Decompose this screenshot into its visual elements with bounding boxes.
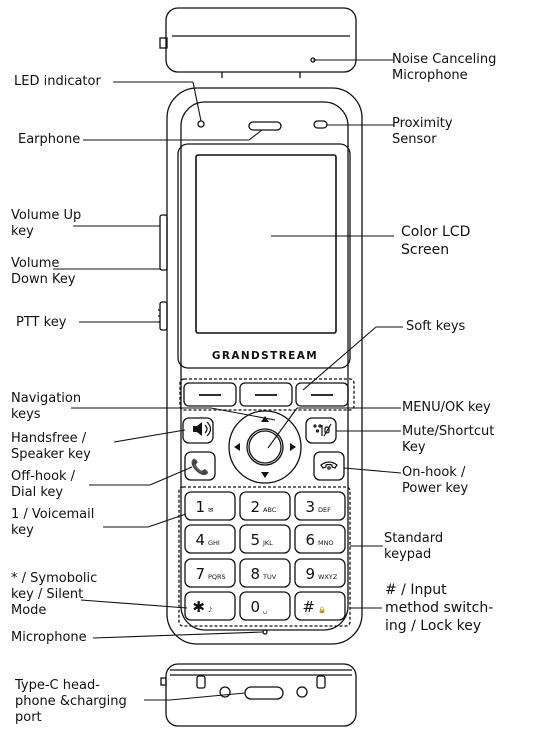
mute-key bbox=[305, 417, 337, 444]
nav-ring bbox=[228, 410, 302, 484]
led-indicator bbox=[197, 120, 205, 128]
label-soft-keys: Soft keys bbox=[406, 319, 466, 334]
phone-receiver-icon: 📞 bbox=[191, 457, 210, 476]
label-microphone: Microphone bbox=[11, 630, 87, 645]
leader-lines bbox=[53, 59, 403, 701]
keypad-key-main: # bbox=[302, 598, 315, 616]
soft-key-3 bbox=[295, 382, 349, 407]
nav-up-arrow bbox=[261, 416, 269, 422]
speaker-icon bbox=[193, 422, 202, 436]
proximity-sensor bbox=[313, 120, 328, 129]
microphone-hole bbox=[262, 629, 268, 635]
soft-key-area bbox=[179, 378, 355, 411]
keypad-key-sub: DEF bbox=[318, 506, 331, 514]
earphone bbox=[248, 121, 282, 131]
keypad-key-main: 8 bbox=[250, 565, 260, 583]
keypad-area bbox=[178, 486, 351, 627]
keypad-key-main: 2 bbox=[250, 498, 260, 516]
label-ptt: PTT key bbox=[16, 315, 67, 330]
label-earphone: Earphone bbox=[18, 132, 81, 147]
keypad-key-main: 7 bbox=[195, 565, 205, 583]
nav-left-arrow bbox=[234, 443, 240, 451]
menu-ok-key bbox=[246, 428, 284, 466]
keypad-key-main: 5 bbox=[250, 531, 260, 549]
keypad-key-10[interactable]: ✱♪ bbox=[184, 591, 236, 621]
phone-front-view bbox=[158, 87, 363, 645]
hangup-icon bbox=[320, 461, 338, 469]
lcd-bezel bbox=[177, 143, 351, 369]
keypad-key-sub: JKL bbox=[262, 539, 273, 547]
keypad-key-main: 4 bbox=[195, 531, 205, 549]
keypad-key-sub: PQRS bbox=[208, 573, 226, 581]
type-c-port bbox=[244, 686, 284, 700]
label-onhook: On-hook /Power key bbox=[402, 465, 469, 496]
phone-bottom-view bbox=[160, 663, 357, 727]
keypad-key-sub: ♪ bbox=[208, 606, 212, 614]
label-led: LED indicator bbox=[14, 74, 101, 89]
keypad-key-sub: MNO bbox=[318, 539, 334, 547]
soft-key-1 bbox=[183, 382, 237, 407]
brand-logo: GRANDSTREAM bbox=[212, 350, 318, 362]
keypad-key-sub: ␣ bbox=[263, 606, 267, 614]
lcd-screen bbox=[195, 154, 337, 334]
label-offhook: Off-hook /Dial key bbox=[11, 469, 76, 500]
soft-key-2 bbox=[239, 382, 293, 407]
keypad-key-sub: TUV bbox=[262, 573, 277, 581]
nav-right-arrow bbox=[290, 443, 296, 451]
label-menu-ok: MENU/OK key bbox=[402, 400, 491, 415]
keypad-key-sub: 🔒 bbox=[318, 606, 326, 614]
keypad-key-1[interactable]: 1✉ bbox=[184, 491, 236, 521]
keypad-key-sub: ✉ bbox=[208, 506, 213, 514]
onhook-key bbox=[313, 451, 345, 481]
keypad-key-sub: GHI bbox=[208, 539, 220, 547]
keypad-key-sub: ABC bbox=[263, 506, 277, 514]
keypad-key-main: 3 bbox=[305, 498, 315, 516]
label-handsfree: Handsfree /Speaker key bbox=[11, 431, 91, 462]
keypad-key-main: 0 bbox=[250, 598, 260, 616]
keypad-key-main: ✱ bbox=[192, 598, 205, 616]
nav-down-arrow bbox=[261, 472, 269, 478]
keypad-key-main: 1 bbox=[195, 498, 205, 516]
keypad-key-sub: WXYZ bbox=[318, 573, 338, 581]
phone-top-view bbox=[159, 7, 357, 78]
keypad-key-main: 9 bbox=[305, 565, 315, 583]
offhook-key bbox=[184, 451, 216, 481]
mute-icon bbox=[313, 423, 332, 437]
keypad-key-main: 6 bbox=[305, 531, 315, 549]
keypad-key-11[interactable]: 0␣ bbox=[239, 591, 291, 621]
keypad-key-12[interactable]: #🔒 bbox=[294, 591, 346, 621]
